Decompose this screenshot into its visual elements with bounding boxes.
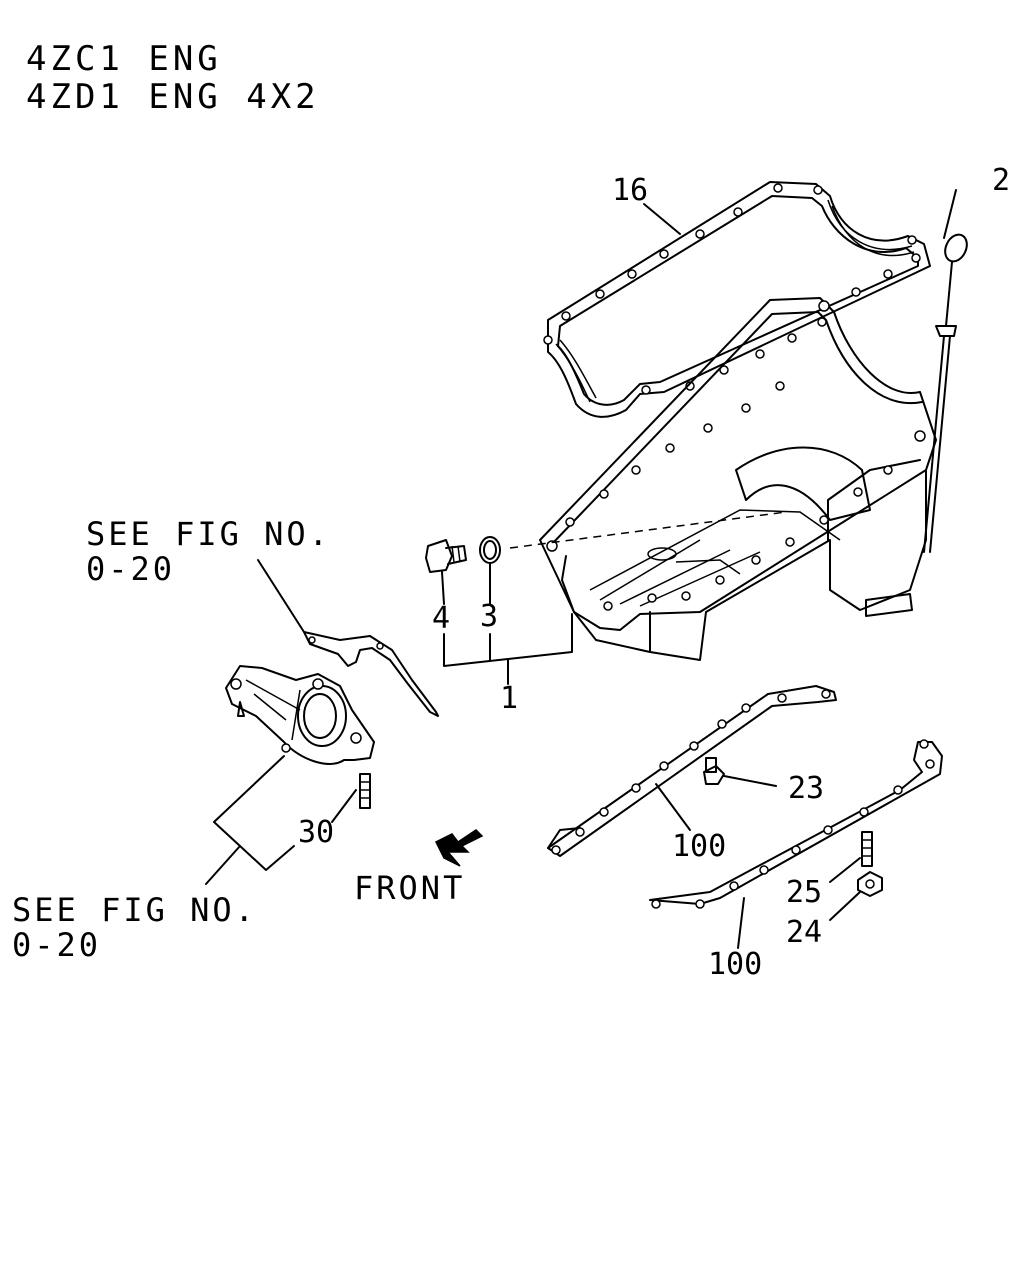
callout-24: 24 <box>786 915 823 950</box>
callout-16: 16 <box>612 173 649 208</box>
side-gasket-lower-holes <box>651 739 935 909</box>
callout-100-upper: 100 <box>672 829 727 864</box>
engine-model-line-1: 4ZC1 ENG <box>26 39 222 79</box>
callout-1: 1 <box>500 681 519 716</box>
side-gasket-lower <box>649 739 943 949</box>
see-fig-reference-lower-line-1: SEE FIG NO. <box>12 891 257 929</box>
callout-2: 2 <box>992 163 1011 198</box>
gasket-bolt-holes <box>543 183 921 395</box>
callout-4: 4 <box>432 601 451 636</box>
side-gasket-upper <box>547 685 837 857</box>
rear-oil-seal-retainer <box>225 665 375 765</box>
front-direction-label: FRONT <box>354 869 466 907</box>
see-fig-reference-upper-line-1: SEE FIG NO. <box>86 515 331 553</box>
dipstick <box>923 189 968 553</box>
leader-see-fig-upper <box>257 559 305 633</box>
oil-pan-gasket <box>543 181 931 418</box>
front-direction-arrow <box>434 829 484 867</box>
leader-100-lower <box>737 897 745 949</box>
callout-30: 30 <box>298 815 335 850</box>
leader-group-1 <box>443 613 573 685</box>
callout-100-lower: 100 <box>708 947 763 982</box>
retainer-gasket <box>303 631 439 717</box>
flange-bolt <box>703 757 777 787</box>
stud-bolt <box>331 773 371 823</box>
drain-plug <box>425 539 467 605</box>
leader-group-30 <box>205 755 295 885</box>
stud-25 <box>829 831 873 883</box>
see-fig-reference-lower-line-2: 0-20 <box>12 926 102 964</box>
side-gasket-upper-holes <box>551 689 831 855</box>
oil-pan <box>509 297 937 661</box>
leader-100-upper <box>655 783 691 831</box>
drain-plug-axis <box>509 511 787 549</box>
oil-pan-bolt-holes <box>546 300 926 611</box>
see-fig-reference-upper-line-2: 0-20 <box>86 550 176 588</box>
leader-16 <box>643 203 681 235</box>
callout-25: 25 <box>786 875 823 910</box>
callout-23: 23 <box>788 771 825 806</box>
callout-3: 3 <box>480 599 499 634</box>
engine-model-line-2: 4ZD1 ENG 4X2 <box>26 77 320 117</box>
drain-plug-washer <box>479 536 501 605</box>
hex-nut-24 <box>829 871 883 921</box>
